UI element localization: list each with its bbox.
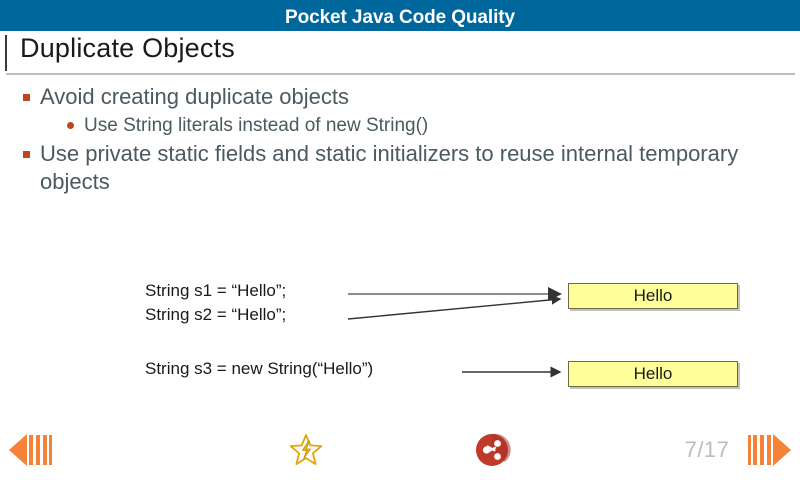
- previous-slide-icon: [9, 434, 52, 466]
- list-item: Use String literals instead of new Strin…: [0, 113, 800, 138]
- code-line-s3: String s3 = new String(“Hello”): [145, 359, 374, 378]
- app-title: Pocket Java Code Quality: [285, 7, 515, 28]
- heap-object-box: Hello: [568, 361, 738, 387]
- list-item-label: Use String literals instead of new Strin…: [84, 115, 429, 136]
- previous-slide-button[interactable]: [2, 420, 58, 480]
- next-slide-button[interactable]: [742, 420, 798, 480]
- list-item-label: Use private static fields and static ini…: [40, 141, 739, 194]
- list-item: Use private static fields and static ini…: [0, 140, 800, 196]
- list-item-label: Avoid creating duplicate objects: [40, 84, 350, 109]
- slide-title-accent-bar: [5, 35, 7, 71]
- page-counter: 7/17: [684, 437, 730, 462]
- share-button[interactable]: [462, 420, 522, 480]
- dot-bullet-icon: [67, 122, 74, 129]
- code-line-s2: String s2 = “Hello”;: [145, 305, 287, 324]
- square-bullet-icon: [23, 94, 30, 101]
- code-line-s1: String s1 = “Hello”;: [145, 281, 287, 300]
- favorite-star-icon: [289, 434, 323, 466]
- favorite-button[interactable]: [278, 420, 334, 480]
- bullet-list: Avoid creating duplicate objects Use Str…: [0, 81, 800, 196]
- string-interning-diagram: String s1 = “Hello”; String s2 = “Hello”…: [0, 231, 800, 396]
- title-divider: [6, 73, 795, 75]
- string-pool-box: Hello: [568, 283, 738, 309]
- square-bullet-icon: [23, 151, 30, 158]
- slide-canvas: Duplicate Objects Avoid creating duplica…: [0, 31, 800, 480]
- app-header-bar: Pocket Java Code Quality: [0, 0, 800, 31]
- list-item: Avoid creating duplicate objects: [0, 83, 800, 111]
- page-title: Duplicate Objects: [20, 33, 235, 63]
- diagram-arrows: [347, 287, 562, 378]
- next-slide-icon: [748, 434, 791, 466]
- arrow-s2-to-box1: [347, 294, 562, 320]
- share-icon: [476, 433, 511, 466]
- bottom-navigation-bar: 7/17: [0, 420, 800, 480]
